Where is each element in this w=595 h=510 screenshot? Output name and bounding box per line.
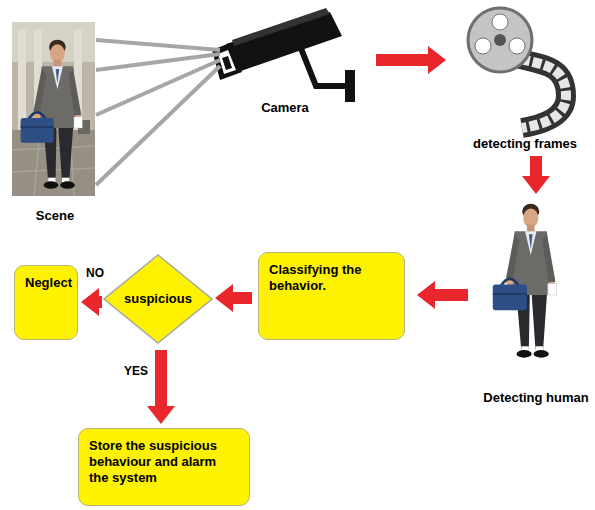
decision-diamond: suspicious (103, 254, 213, 344)
illustration-part (218, 50, 236, 74)
edge-label: NO (84, 266, 106, 280)
node-text: Camera (261, 100, 309, 116)
illustration-part (232, 8, 330, 46)
illustration-part (345, 70, 355, 102)
node-text: Detecting human (483, 390, 588, 406)
human-figure (493, 204, 557, 358)
view-line (96, 60, 220, 115)
edge-label: YES (122, 364, 150, 378)
illustration-part (494, 34, 506, 46)
camera-node: Camera (212, 6, 358, 116)
flow-arrow (215, 284, 252, 312)
frames-node: detecting frames (458, 4, 592, 152)
node-text: Classifying the behavior. (269, 262, 394, 294)
illustration-part (300, 46, 346, 86)
process-box: Classifying the behavior. (258, 252, 405, 340)
view-line (96, 40, 220, 50)
process-box: Store the suspicious behaviour and alarm… (78, 428, 250, 506)
illustration-part (12, 22, 95, 196)
node-text: suspicious (124, 291, 192, 307)
illustration-part (21, 40, 83, 189)
node-text: detecting frames (473, 136, 577, 152)
illustration-part (222, 56, 232, 70)
illustration-part (493, 204, 557, 358)
diamond-shape (104, 255, 212, 343)
illustration-part (492, 14, 508, 30)
flow-arrow (376, 46, 446, 74)
scene-photo (12, 22, 95, 196)
flow-arrow (81, 288, 102, 316)
illustration-part (18, 30, 26, 130)
process-box: Neglect (14, 265, 78, 340)
illustration-part (475, 38, 491, 54)
node-text: Store the suspicious behaviour and alarm… (89, 438, 239, 486)
illustration-part (468, 8, 532, 72)
scene-node: Scene (8, 20, 102, 224)
illustration-part (509, 38, 525, 54)
film-reel-icon (468, 8, 566, 128)
view-line (96, 66, 220, 185)
flow-arrow (147, 350, 175, 424)
node-text: Scene (36, 208, 74, 224)
view-lines (96, 40, 220, 185)
camera-icon (212, 8, 355, 102)
human-node: Detecting human (480, 198, 592, 406)
node-text: Neglect (25, 275, 67, 291)
flow-arrow (522, 156, 550, 194)
flow-arrow (417, 281, 468, 309)
